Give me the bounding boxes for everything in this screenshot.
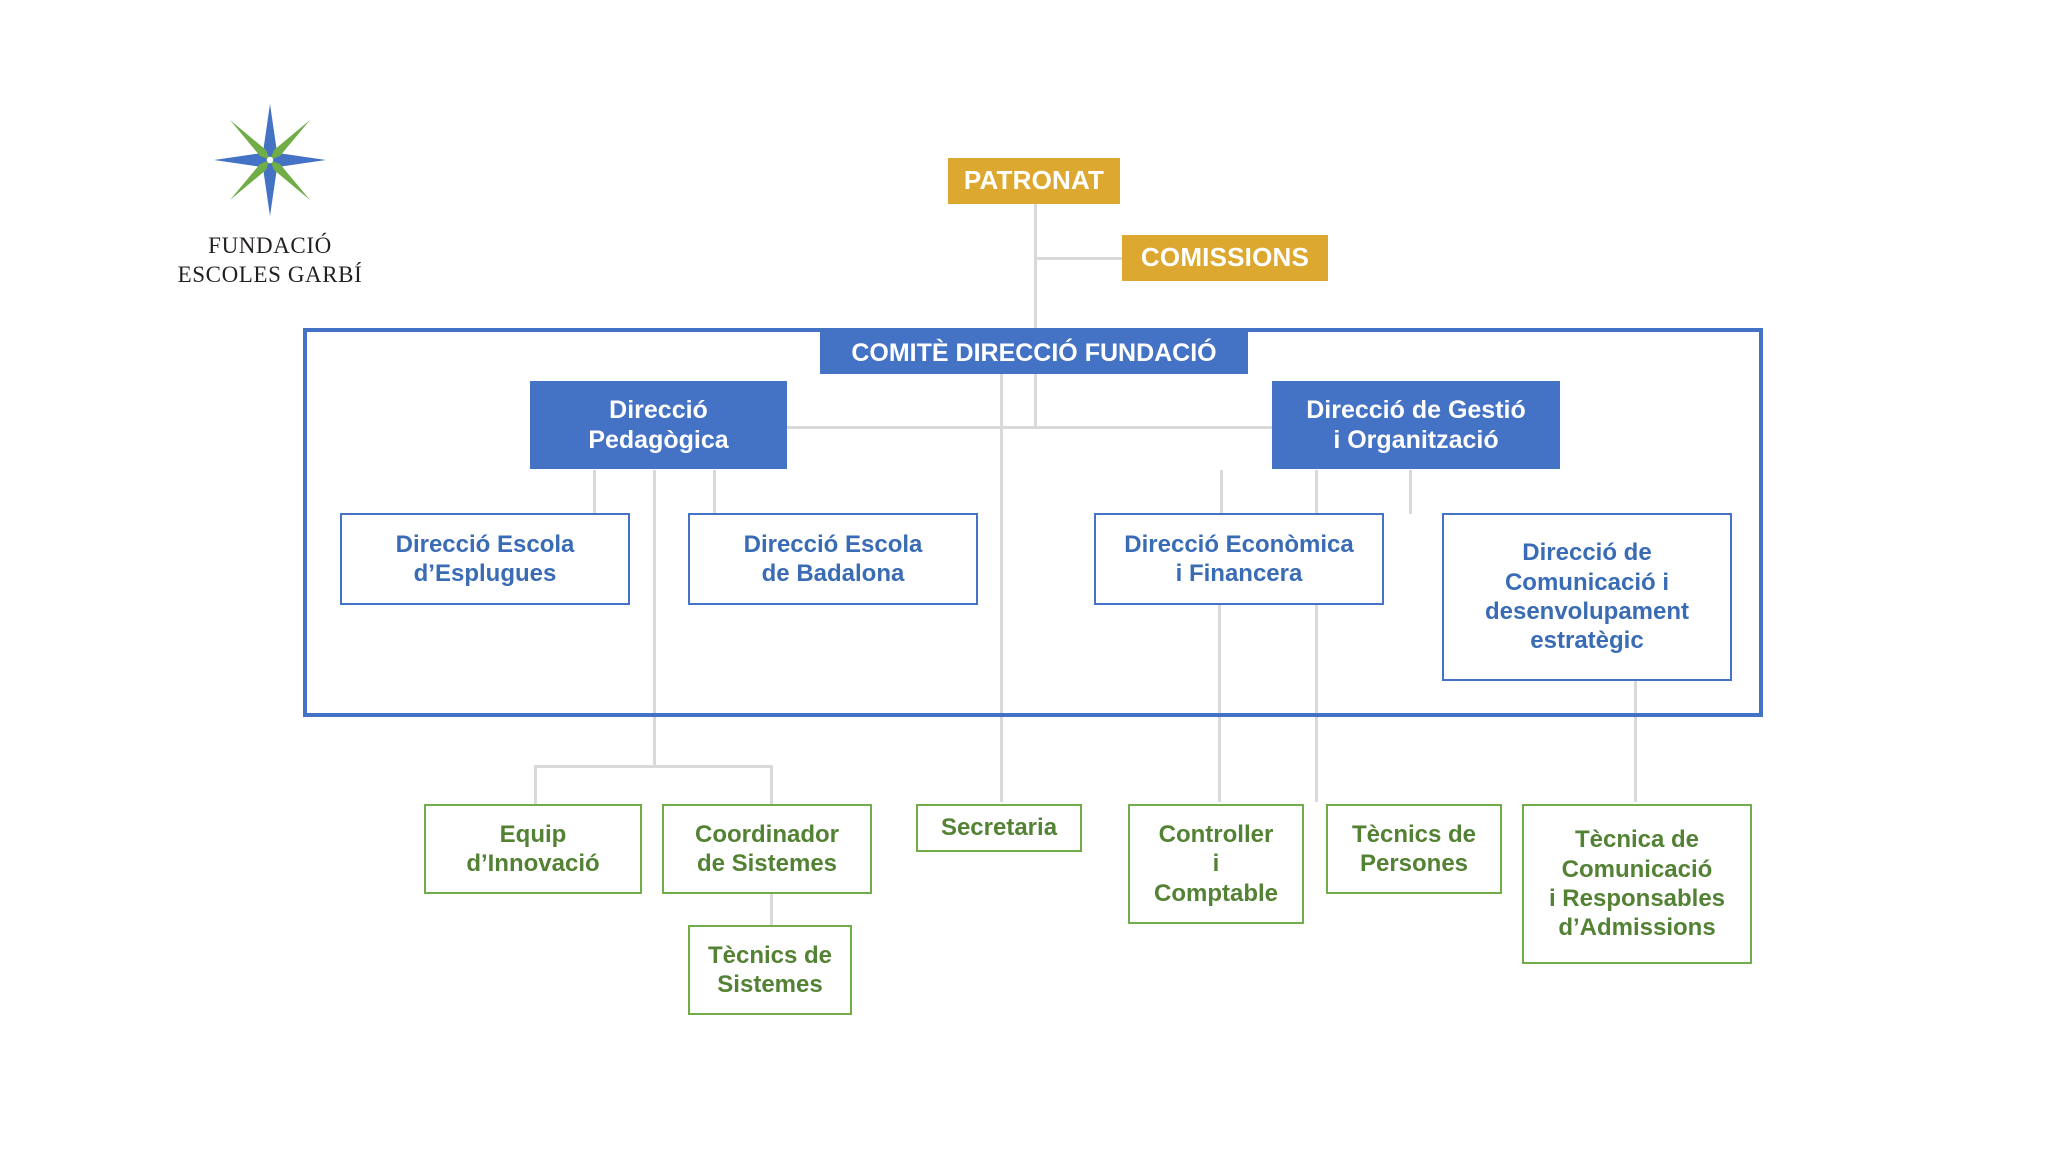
node-direccio-escola-esplugues[interactable]: Direcció Escola d’Esplugues: [340, 513, 630, 605]
node-tecnics-sistemes[interactable]: Tècnics de Sistemes: [688, 925, 852, 1015]
node-direccio-comunicacio-estrategic[interactable]: Direcció de Comunicació i desenvolupamen…: [1442, 513, 1732, 681]
node-secretaria[interactable]: Secretaria: [916, 804, 1082, 852]
compass-star-logo-icon: [214, 104, 326, 216]
node-coordinador-sistemes[interactable]: Coordinador de Sistemes: [662, 804, 872, 894]
connector-direccio-crossbar: [784, 426, 1286, 429]
connector-gestio-to-tecnics-persones: [1315, 470, 1318, 802]
node-comite-direccio-fundacio[interactable]: COMITÈ DIRECCIÓ FUNDACIÓ: [820, 332, 1248, 374]
connector-pedagogica-to-esplugues: [593, 470, 596, 514]
node-tecnica-comunicacio-admissions[interactable]: Tècnica de Comunicació i Responsables d’…: [1522, 804, 1752, 964]
node-direccio-gestio-organitzacio[interactable]: Direcció de Gestió i Organització: [1272, 381, 1560, 469]
connector-gestio-to-comunicacio: [1409, 470, 1412, 514]
node-controller-comptable[interactable]: Controller i Comptable: [1128, 804, 1304, 924]
connector-comunicacio-to-tecnica: [1634, 680, 1637, 802]
node-direccio-economica-financera[interactable]: Direcció Econòmica i Financera: [1094, 513, 1384, 605]
node-patronat[interactable]: PATRONAT: [948, 158, 1120, 204]
connector-comite-down: [1034, 372, 1037, 428]
connector-innovacio-crossbar: [534, 765, 773, 768]
connector-coordinador-to-tecnics: [770, 893, 773, 925]
connector-to-coordinador-sistemes: [770, 765, 773, 805]
node-equip-innovacio[interactable]: Equip d’Innovació: [424, 804, 642, 894]
brand-line-1: FUNDACIÓ: [208, 233, 332, 258]
node-direccio-escola-badalona[interactable]: Direcció Escola de Badalona: [688, 513, 978, 605]
connector-economica-to-controller: [1218, 604, 1221, 802]
connector-gestio-to-economica: [1220, 470, 1223, 514]
node-comissions[interactable]: COMISSIONS: [1122, 235, 1328, 281]
brand-logo-block: FUNDACIÓ ESCOLES GARBÍ: [140, 100, 400, 290]
node-direccio-pedagogica[interactable]: Direcció Pedagògica: [530, 381, 787, 469]
brand-line-2: ESCOLES GARBÍ: [177, 261, 363, 287]
connector-patronat-trunk: [1034, 203, 1037, 338]
connector-comite-to-secretaria: [1000, 372, 1003, 802]
brand-logo-text: FUNDACIÓ ESCOLES GARBÍ: [140, 232, 400, 290]
connector-pedagogica-to-badalona: [713, 470, 716, 514]
comite-direccio-container: [303, 328, 1763, 717]
connector-patronat-to-comissions: [1034, 257, 1122, 260]
connector-pedagogica-to-innovacio-trunk: [653, 470, 656, 765]
node-tecnics-persones[interactable]: Tècnics de Persones: [1326, 804, 1502, 894]
connector-to-equip-innovacio: [534, 765, 537, 805]
